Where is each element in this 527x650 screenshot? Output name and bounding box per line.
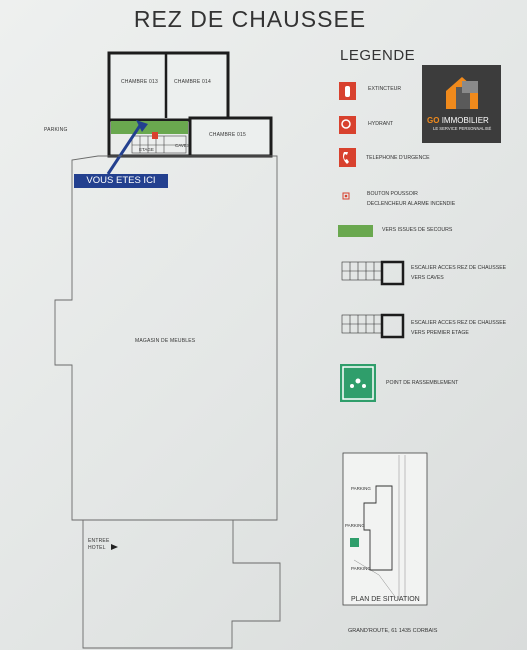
site-plan [342,452,428,606]
legend-extinguisher: EXTINCTEUR [368,86,402,92]
room-label-015: CHAMBRE 015 [209,132,246,138]
stairs-caves-wall [380,260,405,286]
legend-title: LEGENDE [340,47,416,64]
logo-brand-a: GO [427,116,440,125]
exit-route-swatch [338,225,373,237]
legend-exit-route: VERS ISSUES DE SECOURS [382,227,453,233]
you-are-here-pointer [106,123,143,175]
legend-alarm-line2: DECLENCHEUR ALARME INCENDIE [367,201,456,207]
legend-stairs-etage-line1: ESCALIER ACCES REZ DE CHAUSSEE [411,320,507,326]
corridor-extinguisher-marker [152,132,158,139]
go-immobilier-logo [422,65,501,143]
room-label-014: CHAMBRE 014 [174,79,211,85]
pointer-arrowhead [136,120,148,132]
entrance-arrow-icon [111,544,118,550]
stairs-icon [341,261,383,281]
stairs-caves-label: CAVES [175,143,190,148]
alarm-button-icon [342,192,350,200]
stairs-etage-wall [380,313,405,339]
legend-phone: TELEPHONE D'URGENCE [366,155,430,161]
magasin-label: MAGASIN DE MEUBLES [135,338,196,344]
you-are-here-label: VOUS ETES ICI [74,174,168,188]
legend-hydrant: HYDRANT [368,121,394,127]
legend-assembly-point: POINT DE RASSEMBLEMENT [386,380,459,386]
site-plan-caption: PLAN DE SITUATION [351,596,420,603]
logo-tagline: LE SERVICE PERSONNALISÉ [433,126,492,131]
site-parking-label-3: PARKING [351,566,371,571]
site-plan-building [363,485,393,571]
parking-label: PARKING [44,127,68,133]
entree-label-line1: ENTREE [88,538,110,544]
legend-stairs-etage-line2: VERS PREMIER ETAGE [411,330,469,336]
address: GRAND'ROUTE, 61 1435 CORBAIS [348,628,438,634]
house-logo-icon [446,77,478,109]
phone-icon [339,148,356,167]
stairs-etage-label: ETAGE [139,147,154,152]
site-parking-label-1: PARKING [351,486,371,491]
rooms-013-014-outline [107,51,230,122]
page-title: REZ DE CHAUSSEE [133,6,367,32]
legend-stairs-caves-line2: VERS CAVES [411,275,444,281]
entree-label-line2: HOTEL [88,545,106,551]
logo-brand-b: IMMOBILIER [441,116,489,125]
exit-route-corridor [111,121,188,134]
corridor-stairs [131,135,187,154]
room-label-013: CHAMBRE 013 [121,79,158,85]
legend-alarm-line1: BOUTON POUSSOIR [367,191,418,197]
magasin-outline [54,155,281,649]
site-parking-label-2: PARKING [345,523,365,528]
site-plan-frame [342,452,428,606]
legend-icons [338,82,405,402]
stairs-up-icon [341,314,383,334]
logo-wordmark: GO IMMOBILIER [427,116,489,125]
site-assembly-marker [350,538,359,547]
legend-stairs-caves-line1: ESCALIER ACCES REZ DE CHAUSSEE [411,265,507,271]
